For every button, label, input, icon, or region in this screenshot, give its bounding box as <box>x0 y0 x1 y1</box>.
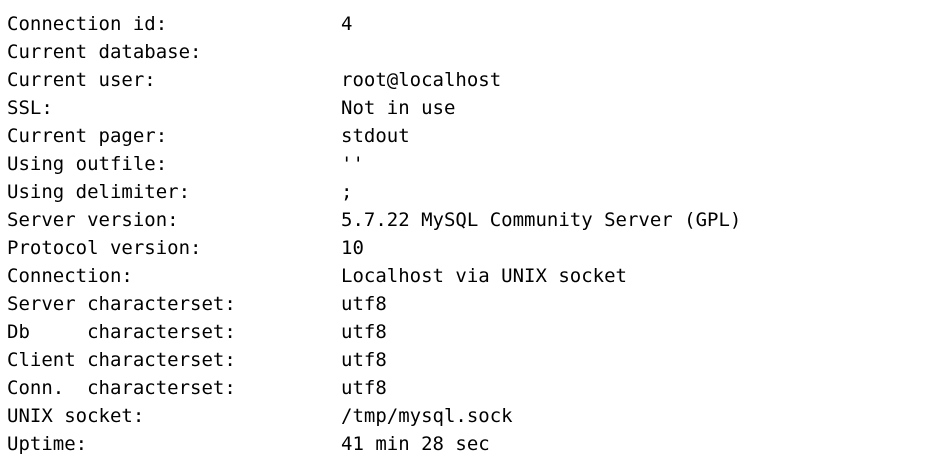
status-label: Using delimiter: <box>7 181 191 203</box>
status-line-using-outfile: Using outfile: '' <box>7 150 934 178</box>
status-line-db-characterset: Db characterset: utf8 <box>7 318 934 346</box>
status-value: /tmp/mysql.sock <box>341 405 513 427</box>
status-value: utf8 <box>341 377 387 399</box>
status-line-current-database: Current database: <box>7 38 934 66</box>
status-value: utf8 <box>341 293 387 315</box>
status-value: stdout <box>341 125 410 147</box>
status-line-unix-socket: UNIX socket: /tmp/mysql.sock <box>7 402 934 430</box>
status-label: Using outfile: <box>7 153 168 175</box>
status-label: Conn. characterset: <box>7 377 236 399</box>
status-label: Client characterset: <box>7 349 236 371</box>
status-label: Current user: <box>7 69 156 91</box>
status-label: UNIX socket: <box>7 405 145 427</box>
status-line-server-version: Server version: 5.7.22 MySQL Community S… <box>7 206 934 234</box>
status-label: Uptime: <box>7 433 88 455</box>
status-label: SSL: <box>7 97 53 119</box>
status-label: Server version: <box>7 209 179 231</box>
status-value: Localhost via UNIX socket <box>341 265 627 287</box>
status-value: 4 <box>341 13 353 35</box>
status-line-protocol-version: Protocol version: 10 <box>7 234 934 262</box>
status-value: 10 <box>341 237 364 259</box>
status-line-client-characterset: Client characterset: utf8 <box>7 346 934 374</box>
status-value: 41 min 28 sec <box>341 433 490 455</box>
status-line-connection: Connection: Localhost via UNIX socket <box>7 262 934 290</box>
status-line-server-characterset: Server characterset: utf8 <box>7 290 934 318</box>
status-label: Server characterset: <box>7 293 236 315</box>
status-line-ssl: SSL: Not in use <box>7 94 934 122</box>
status-value: utf8 <box>341 349 387 371</box>
status-value: utf8 <box>341 321 387 343</box>
status-value: '' <box>341 153 364 175</box>
status-line-conn-characterset: Conn. characterset: utf8 <box>7 374 934 402</box>
status-line-using-delimiter: Using delimiter: ; <box>7 178 934 206</box>
status-label: Connection id: <box>7 13 168 35</box>
status-value: ; <box>341 181 353 203</box>
status-value: 5.7.22 MySQL Community Server (GPL) <box>341 209 742 231</box>
status-value: root@localhost <box>341 69 502 91</box>
status-label: Protocol version: <box>7 237 202 259</box>
status-value: Not in use <box>341 97 456 119</box>
status-line-current-pager: Current pager: stdout <box>7 122 934 150</box>
status-label: Connection: <box>7 265 133 287</box>
status-label: Db characterset: <box>7 321 236 343</box>
status-line-current-user: Current user: root@localhost <box>7 66 934 94</box>
status-line-uptime: Uptime: 41 min 28 sec <box>7 430 934 458</box>
status-label: Current database: <box>7 41 202 63</box>
status-label: Current pager: <box>7 125 168 147</box>
status-line-connection-id: Connection id: 4 <box>7 10 934 38</box>
